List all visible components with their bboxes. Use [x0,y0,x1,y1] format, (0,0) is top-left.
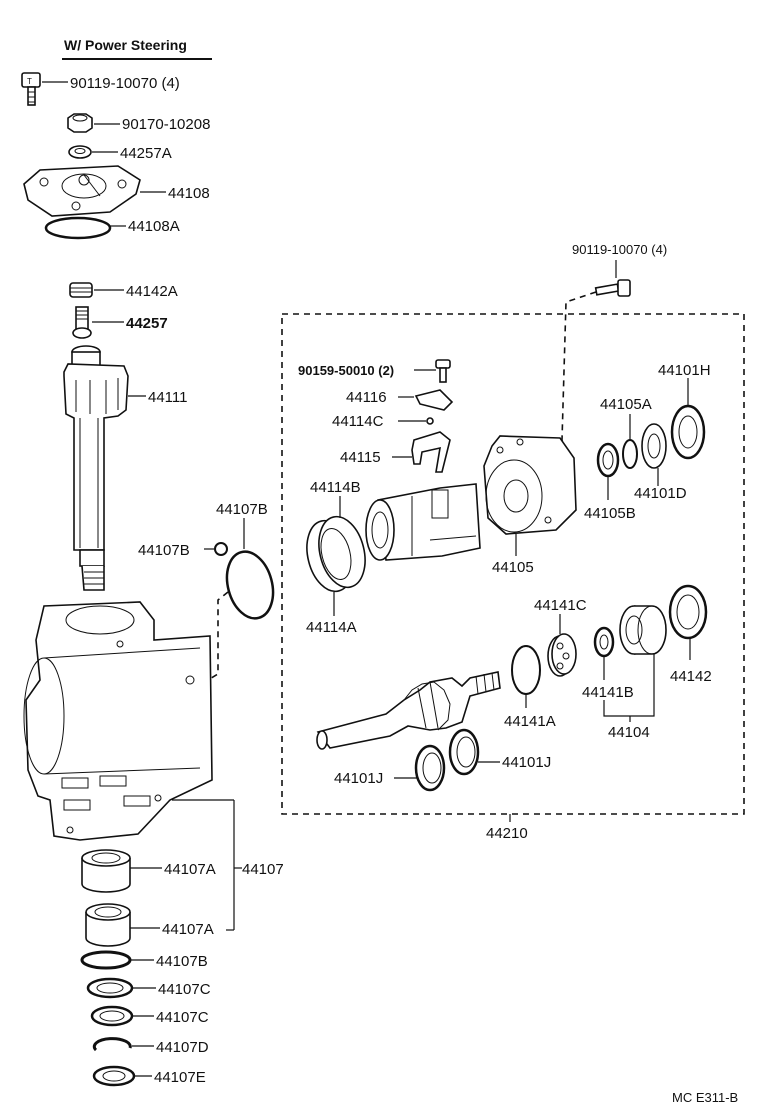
right-bolt-part [594,279,631,297]
label-44107A-2: 44107A [162,921,214,938]
oring-part [44,216,112,240]
seal-44141B-part [593,626,615,658]
label-44107E: 44107E [154,1069,206,1086]
label-44108A: 44108A [128,218,180,235]
seal-44105B-part [596,442,620,478]
ball-bearing-part [547,633,577,677]
needle-bearing-part [81,849,131,893]
clip-part [414,389,454,411]
svg-text:T: T [27,77,32,86]
label-44142: 44142 [670,668,712,685]
label-44115: 44115 [340,449,381,466]
large-oring-part [225,550,275,620]
teflon-ring-part [306,515,366,593]
label-90159: 90159-50010 (2) [298,363,394,378]
label-44107B-large: 44107B [216,501,268,518]
label-44116: 44116 [346,389,387,406]
label-44104: 44104 [608,724,650,741]
label-44105B: 44105B [584,505,636,522]
plate-44101H-part [670,404,706,460]
label-44101J-2: 44101J [502,754,551,771]
label-44101D: 44101D [634,485,687,502]
label-44210: 44210 [486,825,528,842]
label-nut: 90170-10208 [122,116,210,133]
valve-housing-part [483,435,577,535]
oring-44105A-part [622,439,638,469]
ball-part [426,417,434,425]
plug-44104-part [619,605,667,655]
label-44107B-small: 44107B [138,542,190,559]
figure-code: MC E311-B [672,1090,738,1105]
label-bolt-right: 90119-10070 (4) [572,242,667,257]
label-44114B: 44114B [310,479,361,496]
bottom-oring-part [80,950,132,970]
cover-part [23,165,141,217]
label-44114A: 44114A [306,619,357,636]
label-44108: 44108 [168,185,210,202]
label-44101J-1: 44101J [334,770,383,787]
label-44111: 44111 [148,389,188,406]
oil-seal-2-part [90,1005,134,1027]
diagram-title: W/ Power Steering [64,37,187,53]
small-oring-part [214,542,228,556]
label-44142A: 44142A [126,283,178,300]
label-44107D: 44107D [156,1039,209,1056]
ring-44101J-1-part [414,744,446,792]
washer-part [68,145,92,159]
locknut-part [69,282,93,298]
needle-bearing-2-part [85,903,131,947]
sector-shaft-part [63,345,129,591]
locknut-44142-part [668,584,708,640]
snap-ring-part [92,1037,132,1052]
label-44141A: 44141A [504,713,556,730]
label-44101H: 44101H [658,362,711,379]
label-44105A: 44105A [600,396,652,413]
label-44107C-2: 44107C [156,1009,209,1026]
oil-seal-1-part [86,977,134,999]
nut-part [67,113,93,133]
small-screw-part [435,359,451,383]
pin-part [411,431,451,473]
ring-44101J-2-part [448,728,480,776]
label-44107: 44107 [242,861,284,878]
dust-seal-part [92,1065,136,1087]
control-valve-part [365,483,481,561]
label-44141B: 44141B [582,684,634,701]
label-44114C: 44114C [332,413,384,430]
adjust-screw-part [72,306,92,339]
washer-44101D-part [641,423,667,469]
label-44107A-1: 44107A [164,861,216,878]
label-bolt-top: 90119-10070 (4) [70,75,180,92]
label-44105: 44105 [492,559,534,576]
bolt-part: T [21,72,41,106]
oring-44141A-part [511,645,541,695]
pinion-shaft-part [316,671,501,750]
label-44257A: 44257A [120,145,172,162]
label-44107B-bottom: 44107B [156,953,208,970]
valve-assembly-frame [281,313,745,815]
gear-housing-part [23,601,213,841]
label-44107C-1: 44107C [158,981,211,998]
label-44257: 44257 [126,315,168,332]
label-44141C: 44141C [534,597,587,614]
